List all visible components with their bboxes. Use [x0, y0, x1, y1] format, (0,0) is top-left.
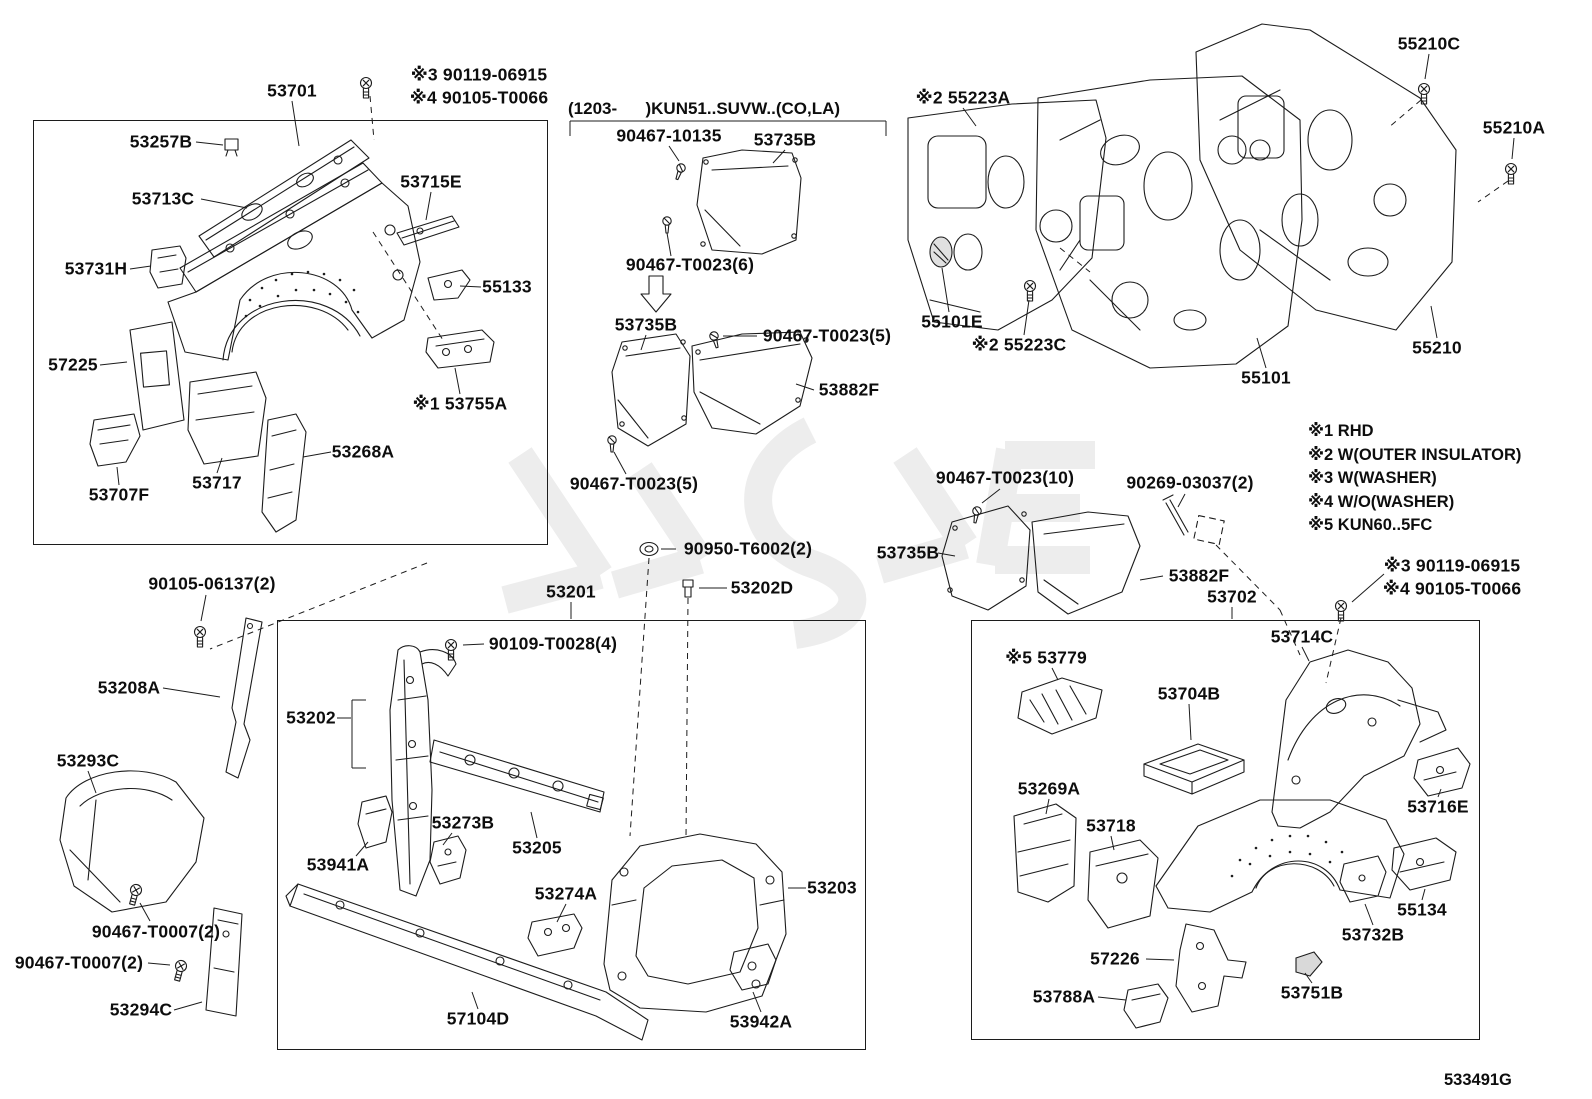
part-label-53294C: 53294C	[109, 999, 173, 1020]
part-dash-panels-drawing	[907, 23, 1518, 369]
down-arrow-icon	[640, 275, 672, 313]
part-label-55210: 55210	[1412, 337, 1462, 358]
part-53201-radiator-support-drawing	[285, 541, 787, 1041]
part-label-90467-T0007-a: 90467-T0007(2)	[91, 921, 221, 942]
part-label-57226: 57226	[1090, 948, 1140, 969]
part-label-90467-T0023-5a: 90467-T0023(5)	[762, 325, 892, 346]
header-bracket	[569, 120, 887, 136]
part-label-55101: 55101	[1241, 367, 1291, 388]
part-label-53208A: 53208A	[97, 677, 161, 698]
part-label-53941A: 53941A	[306, 854, 370, 875]
part-label-note3-90119-06915-right: ※3 90119-06915	[1383, 555, 1521, 576]
part-label-53717: 53717	[192, 472, 242, 493]
part-label-90105-06137: 90105-06137(2)	[148, 573, 276, 594]
leader-lines	[87, 53, 1515, 1013]
part-label-note4-90105-T0066-right: ※4 90105-T0066	[1382, 578, 1522, 599]
part-left-stays-shield-drawing	[59, 76, 1348, 1017]
legend: ※1 RHD ※2 W(OUTER INSULATOR) ※3 W(WASHER…	[1308, 420, 1521, 538]
part-label-53274A: 53274A	[534, 883, 598, 904]
part-label-53735B-3: 53735B	[876, 542, 940, 563]
part-label-55133: 55133	[482, 276, 532, 297]
part-label-90467-T0023-10: 90467-T0023(10)	[935, 467, 1075, 488]
part-label-53702: 53702	[1207, 586, 1257, 607]
part-label-53751B: 53751B	[1280, 982, 1344, 1003]
legend-item-5: ※5 KUN60..5FC	[1308, 516, 1433, 534]
watermark-logo	[501, 417, 1095, 649]
apron-speckle-texture	[244, 270, 360, 318]
assembly-box-53201	[277, 620, 866, 1050]
part-label-53205: 53205	[512, 837, 562, 858]
part-label-90467-T0023-6: 90467-T0023(6)	[625, 254, 755, 275]
part-label-55210A: 55210A	[1482, 117, 1546, 138]
part-label-90950-T6002: 90950-T6002(2)	[683, 538, 813, 559]
part-label-note4-90105-T0066-left: ※4 90105-T0066	[409, 87, 549, 108]
part-label-90269-03037: 90269-03037(2)	[1126, 472, 1254, 493]
part-label-57104D: 57104D	[446, 1008, 510, 1029]
part-label-53735B-1: 53735B	[753, 129, 817, 150]
part-label-53715E: 53715E	[400, 171, 462, 192]
legend-item-2: ※2 W(OUTER INSULATOR)	[1308, 445, 1522, 464]
part-label-90467-T0007-b: 90467-T0007(2)	[14, 952, 144, 973]
part-label-53788A: 53788A	[1032, 986, 1096, 1007]
assembly-box-53702	[971, 620, 1480, 1040]
legend-item-3: ※3 W(WASHER)	[1308, 469, 1437, 487]
part-label-53269A: 53269A	[1017, 778, 1081, 799]
part-label-53716E: 53716E	[1407, 796, 1469, 817]
legend-item-1: ※1 RHD	[1308, 422, 1374, 440]
part-label-53714C: 53714C	[1270, 626, 1334, 647]
part-label-90109-T0028: 90109-T0028(4)	[488, 633, 618, 654]
part-label-53882F-1: 53882F	[818, 379, 880, 400]
part-label-57225: 57225	[48, 354, 98, 375]
part-label-53273B: 53273B	[431, 812, 495, 833]
part-53735B-53882F-rh-sheets-drawing	[941, 494, 1225, 615]
part-label-53257B: 53257B	[129, 131, 193, 152]
part-label-53203: 53203	[807, 877, 857, 898]
drawing-code: 533491G	[1444, 1071, 1512, 1089]
apron-rh-speckle-texture	[1230, 834, 1344, 878]
part-label-55134: 55134	[1397, 899, 1447, 920]
part-label-53732B: 53732B	[1341, 924, 1405, 945]
part-53735B-53882F-sheets-drawing	[607, 149, 813, 453]
part-label-53201: 53201	[546, 581, 596, 602]
part-label-90467-10135: 90467-10135	[616, 125, 722, 146]
part-label-53202: 53202	[286, 707, 336, 728]
part-label-53942A: 53942A	[729, 1011, 793, 1032]
legend-item-4: ※4 W/O(WASHER)	[1308, 492, 1455, 511]
part-label-55223A: ※2 55223A	[915, 87, 1011, 108]
part-label-53293C: 53293C	[56, 750, 120, 771]
part-label-55210C: 55210C	[1397, 33, 1461, 54]
part-label-53882F-2: 53882F	[1168, 565, 1230, 586]
part-label-53755A: ※1 53755A	[412, 393, 508, 414]
part-53701-apron-assembly-drawing	[89, 138, 495, 533]
part-label-53735B-2: 53735B	[614, 314, 678, 335]
part-label-53713C: 53713C	[131, 188, 195, 209]
part-label-53202D: 53202D	[730, 577, 794, 598]
part-label-90467-T0023-5b: 90467-T0023(5)	[569, 473, 699, 494]
part-label-55101E: 55101E	[921, 311, 983, 332]
part-label-53779: ※5 53779	[1005, 647, 1087, 668]
part-label-53704B: 53704B	[1157, 683, 1221, 704]
part-label-53707F: 53707F	[88, 484, 150, 505]
part-53702-apron-assembly-drawing	[1013, 649, 1471, 1029]
part-label-55223C: ※2 55223C	[971, 334, 1067, 355]
part-label-53268A: 53268A	[331, 441, 395, 462]
assembly-box-53701	[33, 120, 548, 545]
part-label-53718: 53718	[1086, 815, 1136, 836]
part-label-53731H: 53731H	[64, 258, 128, 279]
part-label-note3-90119-06915-left: ※3 90119-06915	[410, 64, 548, 85]
part-label-53701: 53701	[267, 80, 317, 101]
variant-note: (1203- )KUN51..SUVW..(CO,LA)	[568, 99, 841, 118]
